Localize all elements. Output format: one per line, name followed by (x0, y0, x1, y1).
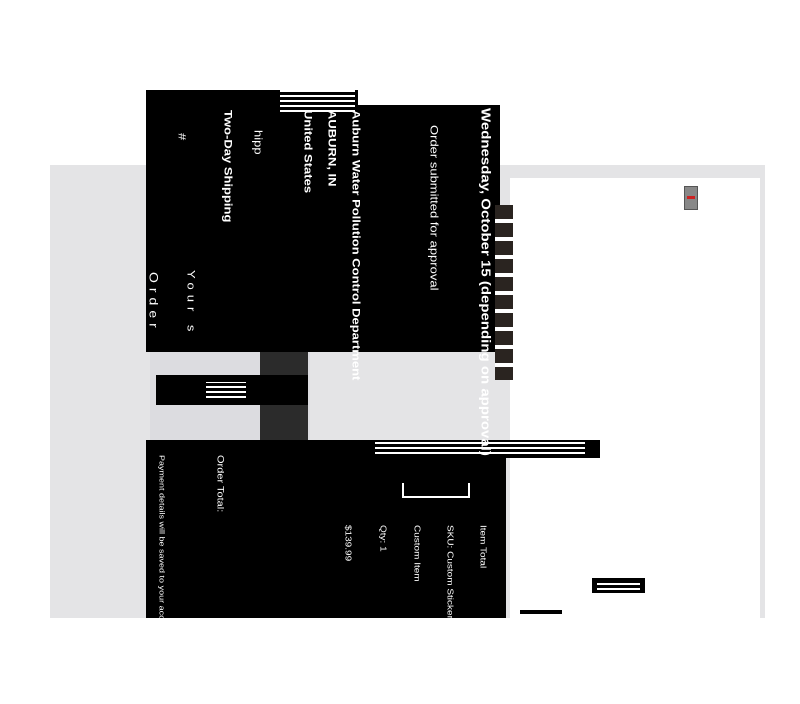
panel-edge (495, 205, 513, 380)
order-label: Order (147, 272, 161, 333)
address-country: United States (302, 110, 315, 194)
content-panel (510, 178, 760, 618)
item-sku: SKU: Custom Stickers (445, 525, 455, 624)
summary-panel (146, 440, 506, 618)
payment-note: Payment details will be saved to your ac… (158, 455, 167, 704)
your-label: Your s (185, 270, 198, 337)
order-status: Order submitted for approval (428, 125, 441, 291)
item-header: Item Total (478, 525, 488, 569)
remove-button[interactable] (592, 578, 645, 593)
shipping-method[interactable]: Two-Day Shipping (222, 110, 235, 223)
delivery-panel (357, 105, 500, 352)
order-total-label: Order Total: (215, 455, 226, 513)
summary-header (285, 440, 600, 458)
address-city: AUBURN, IN (326, 110, 339, 187)
item-qty: Qty: 1 (378, 525, 388, 552)
header-lines (280, 90, 355, 112)
shipping-label: hipp (252, 130, 265, 155)
item-price: $139.99 (343, 525, 353, 562)
footer-link[interactable] (520, 610, 562, 614)
item-thumbnail (402, 483, 470, 498)
order-info-panel (146, 90, 358, 352)
delivery-date: Wednesday, October 15 (depending on appr… (478, 108, 493, 456)
cart-icon[interactable] (684, 186, 698, 210)
address-name: Auburn Water Pollution Control Departmen… (350, 110, 363, 381)
item-name: Custom Item (412, 525, 422, 582)
order-number-label: # (176, 133, 189, 141)
action-button[interactable] (156, 375, 308, 405)
